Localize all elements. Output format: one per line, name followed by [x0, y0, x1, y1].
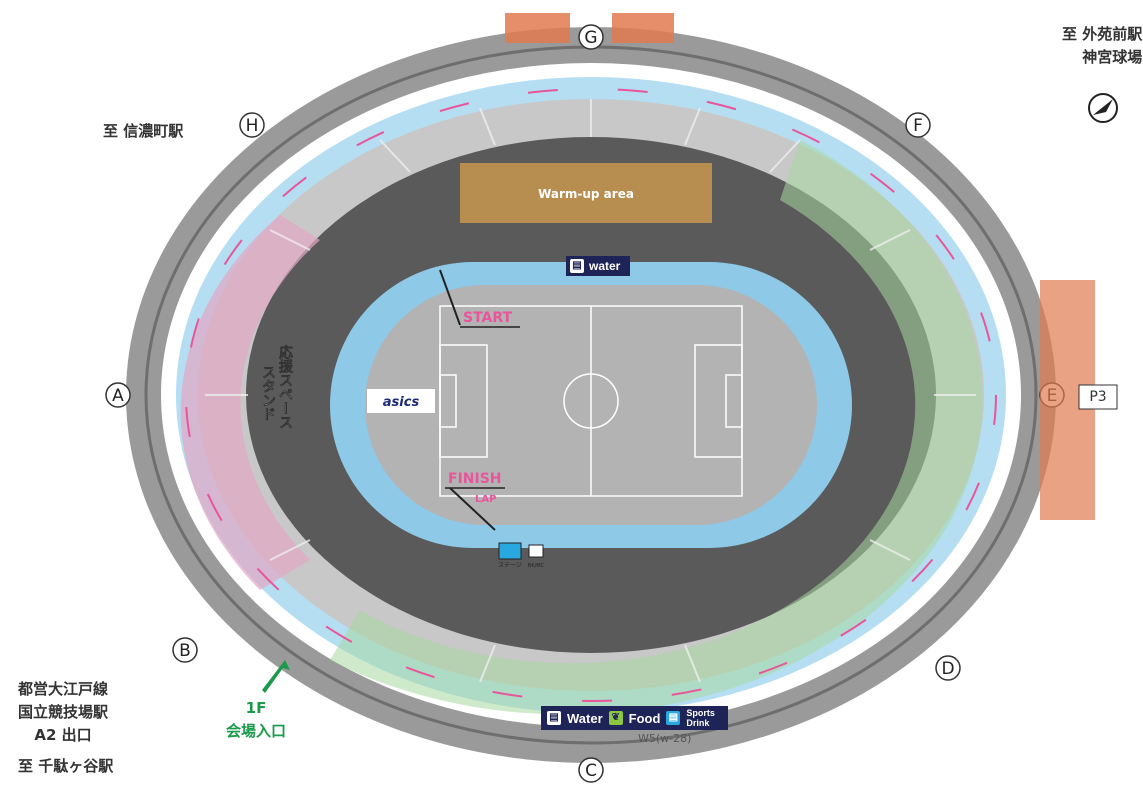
- gate-H-circle: [239, 112, 265, 138]
- green-zone: [330, 140, 983, 715]
- legend-food-label: Food: [628, 710, 661, 726]
- gate-C-circle: [578, 757, 604, 783]
- entrance-floor: 1F: [245, 699, 267, 717]
- gate-A[interactable]: A: [105, 382, 131, 408]
- gate-G[interactable]: G: [578, 24, 604, 50]
- gate-F[interactable]: F: [905, 112, 931, 138]
- gate-B-label: B: [179, 641, 191, 661]
- lap-label: LAP: [475, 494, 496, 505]
- stage-label: ステージ: [498, 562, 522, 569]
- gate-C-label: C: [585, 761, 597, 781]
- asics-logo-board: [367, 389, 435, 413]
- gate-B[interactable]: B: [172, 637, 198, 663]
- direction-bottom-left-to: 至 千駄ヶ谷駅: [18, 757, 114, 775]
- gate-A-label: A: [112, 386, 124, 406]
- warmup-area: [460, 163, 712, 223]
- parking-p3-box: [1078, 384, 1118, 410]
- asics-logo: asics: [383, 395, 420, 410]
- station-exit: A2 出口: [34, 726, 92, 744]
- station-line-name: 都営大江戸線: [18, 680, 109, 698]
- stand-dividers: [205, 99, 976, 683]
- gate-F-label: F: [913, 116, 923, 136]
- compass-needle-icon: [1093, 99, 1113, 115]
- station-name: 国立競技場駅: [18, 703, 109, 721]
- gate-F-circle: [905, 112, 931, 138]
- water-cup-icon: ▤: [547, 711, 561, 725]
- finish-label: FINISH: [448, 471, 502, 487]
- gate-A-circle: [105, 382, 131, 408]
- entrance-arrow-icon: [262, 660, 290, 693]
- gate-C[interactable]: C: [578, 757, 604, 783]
- leaf-icon: ❦: [608, 711, 623, 725]
- gate-H[interactable]: H: [239, 112, 265, 138]
- course-line: [185, 88, 997, 702]
- legend-water-label: Water: [567, 710, 603, 726]
- entrance-label: 1F 会場入口: [226, 697, 286, 743]
- direction-top-right-line2: 神宮球場: [1082, 48, 1143, 66]
- refreshment-legend: ▤ Water ❦ Food ▤ Sports Drink: [541, 706, 729, 730]
- water-station-label: water: [589, 259, 621, 273]
- cheer-space-label: 応援スペース: [277, 344, 293, 429]
- mc-label: BK/MC: [528, 563, 545, 569]
- entrance-text: 会場入口: [226, 722, 287, 740]
- stage-box: [498, 542, 522, 560]
- gate-D-circle: [935, 655, 961, 681]
- cup-icon: ▤: [570, 259, 584, 273]
- sports-drink-cup-icon: ▤: [666, 711, 681, 725]
- water-station-top: ▤ water: [566, 256, 631, 276]
- legend-sports-drink-label: Sports Drink: [686, 708, 715, 728]
- start-marker-line: [439, 269, 461, 326]
- direction-top-left: 至 信濃町駅: [103, 122, 184, 140]
- cheer-stand-label: スタンド: [260, 365, 276, 421]
- building-g-right: [612, 13, 674, 43]
- direction-top-right-line1: 至 外苑前駅: [1062, 25, 1143, 43]
- building-g-left: [505, 13, 570, 43]
- gate-H-label: H: [246, 116, 259, 136]
- direction-bottom-left-station: 都営大江戸線 国立競技場駅 A2 出口: [18, 678, 108, 747]
- parking-p3-label: P3: [1089, 389, 1106, 405]
- gate-G-circle: [578, 24, 604, 50]
- direction-top-right: 至 外苑前駅 神宮球場: [1062, 23, 1142, 69]
- gate-D[interactable]: D: [935, 655, 961, 681]
- finish-marker-line: [449, 487, 496, 531]
- gate-G-label: G: [584, 28, 597, 48]
- gate-D-label: D: [941, 659, 954, 679]
- station-code: W5(w-28): [638, 732, 692, 745]
- gate-B-circle: [172, 637, 198, 663]
- cheer-zone: [180, 215, 320, 590]
- soccer-field: [439, 305, 743, 497]
- start-label: START: [463, 310, 513, 326]
- warmup-area-label: Warm-up area: [538, 187, 634, 201]
- mc-box: [528, 544, 544, 558]
